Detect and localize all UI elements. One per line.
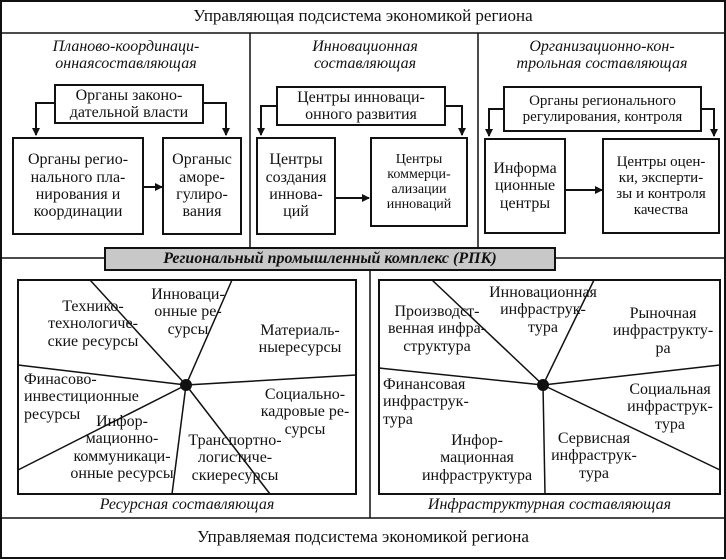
arrow-col2-right bbox=[446, 105, 466, 136]
col1-top-box: Органы законо- дательной власти bbox=[54, 84, 204, 124]
resource-center-dot bbox=[180, 379, 192, 391]
infrastructure-spokes bbox=[378, 279, 721, 495]
rpk-banner: Региональный промышленный комплекс (РПК) bbox=[104, 247, 556, 271]
arrow-col1-left bbox=[32, 102, 54, 136]
top-title: Управляющая подсистема экономикой регион… bbox=[193, 6, 533, 25]
resource-sector-6: Инфор- мационно- коммуникаци- онные ресу… bbox=[70, 413, 174, 482]
arrow-col3-right bbox=[702, 108, 718, 137]
col1-left-box: Органы регио- нального пла- нирования и … bbox=[12, 137, 144, 235]
col2-top-box: Центры инноваци- онного развития bbox=[276, 86, 446, 126]
resource-sector-2: Инноваци- онные ре- сурсы bbox=[151, 286, 225, 338]
infrastructure-caption: Инфраструктурная составляющая bbox=[427, 496, 672, 513]
resource-sector-7: Финасово- инвестиционные ресурсы bbox=[24, 371, 139, 423]
col3-top-box: Органы регионального регулирования, конт… bbox=[503, 86, 702, 132]
resource-caption: Ресурсная составляющая bbox=[99, 496, 275, 513]
resource-sector-5: Транспортно- логистиче- скиересурсы bbox=[188, 432, 282, 484]
infrastructure-sector-5: Сервисная инфраструк- тура bbox=[551, 430, 637, 482]
bottom-title: Управляемая подсистема экономикой регион… bbox=[197, 527, 529, 546]
arrow-col2-left bbox=[257, 105, 276, 136]
infrastructure-panel bbox=[378, 279, 721, 495]
col1-right-box: Органыс аморе- гулиро- вания bbox=[162, 137, 242, 235]
infrastructure-center-dot bbox=[537, 379, 549, 391]
resource-sector-1: Технико- технологиче- ские ресурсы bbox=[47, 298, 139, 350]
infrastructure-sector-7: Финансовая инфраструк- тура bbox=[383, 376, 469, 428]
infrastructure-sector-2: Инновационная инфраструк- тура bbox=[489, 284, 597, 336]
infrastructure-sector-1: Производст- венная инфра- структура bbox=[387, 303, 487, 355]
col2-right-box: Центры коммерци- ализации инноваций bbox=[370, 137, 468, 227]
infrastructure-sector-3: Рыночная инфраструкту- ра bbox=[612, 305, 714, 357]
resource-sector-3: Материаль- ныересурсы bbox=[258, 322, 342, 357]
arrow-col3-left bbox=[485, 108, 503, 137]
col3-heading: Организационно-кон- трольная составляюща… bbox=[516, 38, 688, 73]
col3-left-box: Информа ционные центры bbox=[484, 138, 566, 234]
resource-sector-4: Социально- кадровые ре- сурсы bbox=[260, 386, 350, 438]
col2-left-box: Центры создания иннова- ций bbox=[256, 137, 336, 235]
infrastructure-sector-4: Социальная инфраструк- тура bbox=[627, 381, 713, 433]
col1-heading: Планово-координаци- оннаясоставляющая bbox=[52, 38, 200, 73]
infrastructure-sector-6: Инфор- мационная инфраструктура bbox=[421, 432, 533, 484]
col3-right-box: Центры оцен- ки, эксперти- зы и контроля… bbox=[602, 138, 720, 234]
resource-panel bbox=[17, 279, 357, 495]
col2-heading: Инновационная составляющая bbox=[312, 38, 418, 73]
resource-spokes bbox=[17, 279, 357, 495]
arrow-col1-right bbox=[204, 102, 230, 136]
